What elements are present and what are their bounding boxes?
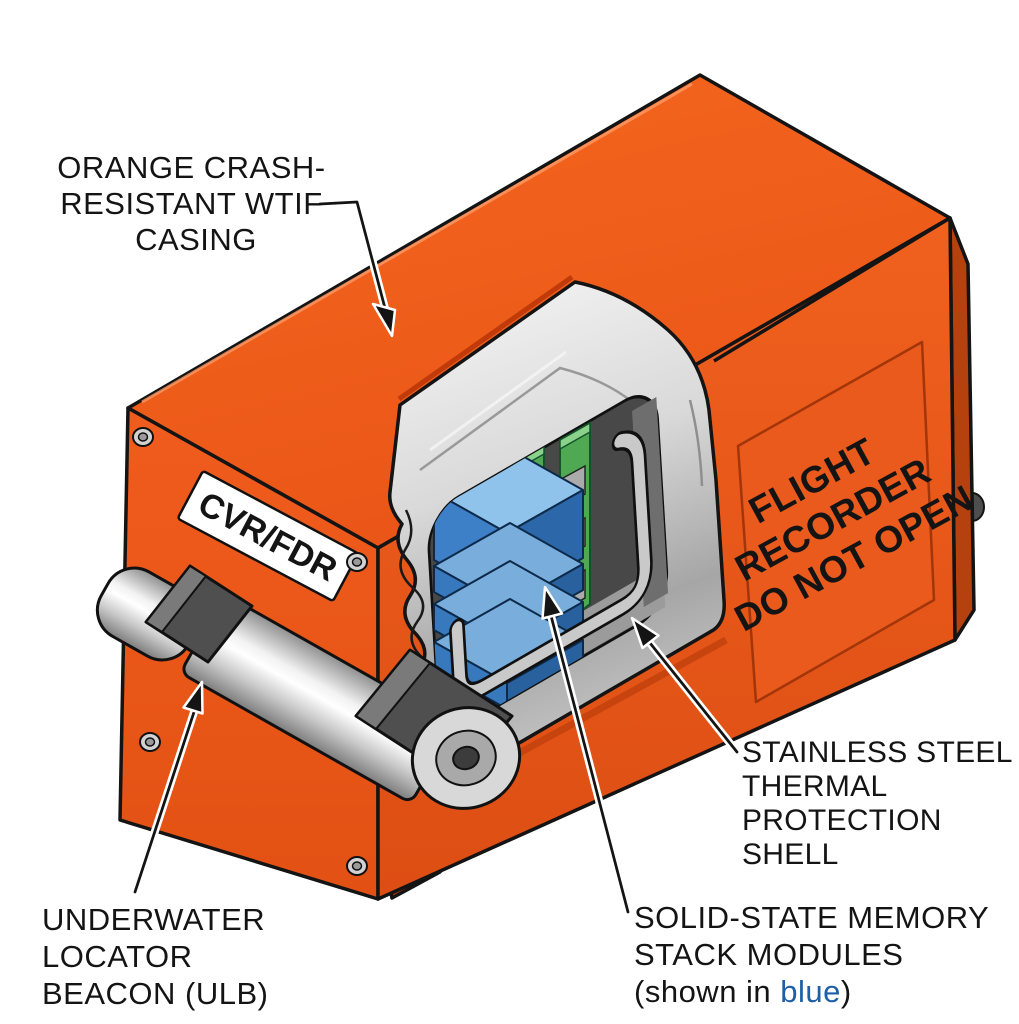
screw — [346, 856, 368, 876]
ulb-end-cap — [410, 706, 522, 810]
memory-label-line3: (shown in blue) — [634, 974, 852, 1009]
top-ridge-highlight — [141, 82, 693, 404]
cvr-fdr-plate — [177, 470, 359, 602]
shell-leader — [644, 636, 739, 754]
ulb-label: UNDERWATER LOCATOR BEACON (ULB) — [42, 902, 274, 1011]
screw — [139, 732, 161, 752]
box-edge-line — [713, 216, 951, 363]
screw — [132, 427, 154, 447]
ulb-leader — [133, 704, 198, 894]
cut-chamfer-top — [397, 274, 574, 402]
shell-crease-highlight — [429, 350, 567, 452]
memory-arrowhead — [541, 585, 564, 620]
ulb-bracket-left — [144, 564, 254, 664]
shell-contour-line-2 — [688, 399, 704, 487]
leader-lines — [131, 198, 741, 916]
panel-plate — [736, 340, 936, 704]
casing-arrowhead — [371, 302, 397, 338]
blue-word: blue — [780, 974, 841, 1009]
ulb-arrowhead — [182, 680, 204, 715]
ulb-beacon — [95, 564, 522, 810]
casing-label: ORANGE CRASH- RESISTANT WTIF CASING — [57, 150, 334, 257]
shell-label: STAINLESS STEEL THERMAL PROTECTION SHELL — [742, 736, 1019, 871]
screws — [132, 427, 368, 876]
screw — [346, 552, 368, 572]
memory-label: SOLID-STATE MEMORY STACK MODULES — [634, 900, 998, 972]
shell-arrowhead — [630, 616, 660, 650]
annotations: ORANGE CRASH- RESISTANT WTIF CASING UNDE… — [42, 150, 1019, 1011]
casing-leader — [318, 200, 388, 314]
memory-leader — [547, 606, 630, 914]
